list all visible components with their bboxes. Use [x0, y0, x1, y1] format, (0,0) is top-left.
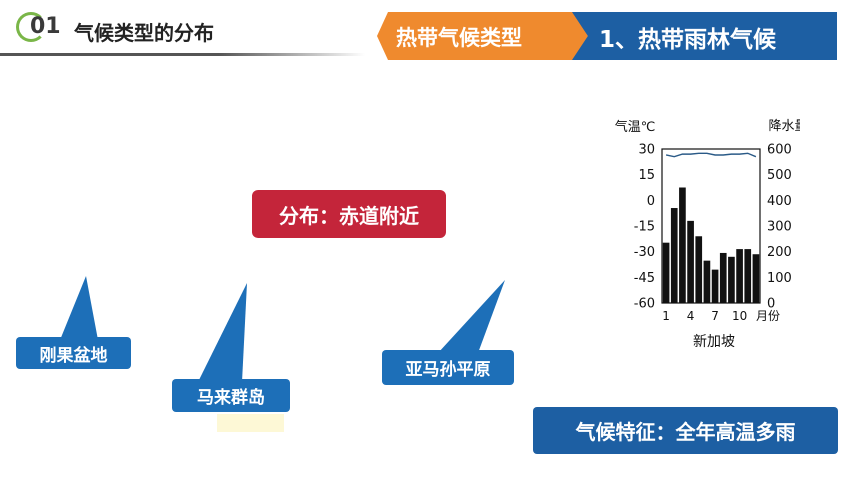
- callout-amazon-box: [382, 350, 514, 385]
- header-divider: [0, 53, 365, 56]
- callout-congo-pointer: [60, 276, 98, 340]
- precipitation-bar: [703, 260, 711, 303]
- precipitation-bar: [728, 256, 735, 303]
- tab-current-topic-label: 1、热带雨林气候: [599, 27, 777, 53]
- left-tick-label: 15: [638, 168, 655, 183]
- right-tick-label: 200: [767, 245, 792, 260]
- left-tick-label: -30: [634, 245, 655, 260]
- distribution-label-box: 分布：赤道附近: [252, 190, 446, 238]
- tab-current-topic[interactable]: [572, 12, 837, 60]
- right-tick-label: 400: [767, 194, 792, 209]
- region-congo-basin: 刚果盆地: [39, 345, 108, 366]
- right-tick-label: 100: [767, 271, 792, 286]
- precipitation-bar: [719, 252, 727, 303]
- x-unit-label: 月份: [756, 309, 780, 323]
- temperature-line: [665, 152, 757, 158]
- precipitation-bar: [687, 220, 694, 303]
- right-axis-label: 降水量: [768, 119, 800, 134]
- right-tick-label: 500: [767, 168, 792, 183]
- left-tick-label: 30: [638, 143, 655, 158]
- climate-chart: 30 15 0 -15 -30 -45 -60 600 500 400 300 200 100 0 1 4…: [615, 119, 800, 350]
- left-tick-label: -15: [634, 220, 655, 235]
- callout-malay-box: [172, 379, 290, 412]
- callout-congo-box: [16, 337, 131, 369]
- callout-malay-pointer: [198, 283, 247, 382]
- precipitation-bar: [744, 249, 752, 303]
- section-number: 01: [30, 14, 61, 39]
- x-tick-label: 4: [687, 309, 695, 323]
- x-tick-label: 1: [662, 309, 670, 323]
- callout-amazon-pointer: [438, 280, 505, 353]
- tab-climate-category-label: 热带气候类型: [396, 26, 522, 50]
- right-tick-label: 0: [767, 297, 775, 312]
- region-amazon-plain: 亚马孙平原: [405, 360, 491, 380]
- left-axis-label: 气温℃: [615, 119, 656, 135]
- climate-feature-box: 气候特征：全年高温多雨: [533, 407, 838, 454]
- x-tick-label: 7: [711, 309, 719, 323]
- plot-frame: [661, 148, 761, 304]
- precipitation-bar: [670, 208, 678, 303]
- x-tick-label: 10: [732, 309, 747, 323]
- section-title: 气候类型的分布: [74, 21, 214, 45]
- right-tick-label: 300: [767, 220, 792, 235]
- section-logo-ring: [16, 12, 46, 42]
- precipitation-bar: [695, 236, 703, 303]
- precipitation-bar: [679, 187, 686, 303]
- left-tick-label: 0: [647, 194, 655, 209]
- precipitation-bar: [662, 242, 670, 303]
- station-label: 新加坡: [693, 334, 735, 350]
- precipitation-bar: [736, 249, 743, 303]
- precipitation-bar: [711, 269, 719, 303]
- left-tick-label: -45: [634, 271, 655, 286]
- tab-climate-category[interactable]: [377, 12, 597, 60]
- right-tick-label: 600: [767, 143, 792, 158]
- left-tick-label: -60: [634, 297, 655, 312]
- region-malay-archipelago: 马来群岛: [197, 388, 265, 408]
- precipitation-bar: [752, 254, 760, 303]
- highlight-strip: [217, 414, 284, 432]
